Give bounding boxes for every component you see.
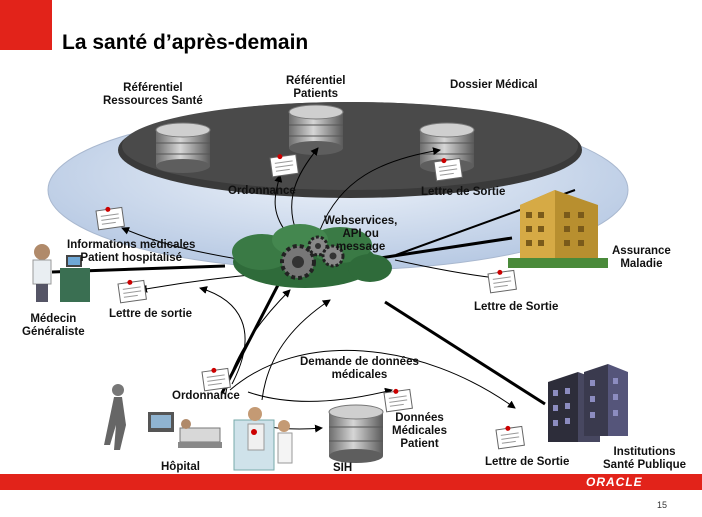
document-icon <box>95 206 125 231</box>
label-referentiel-ressources: Référentiel Ressources Santé <box>103 82 203 107</box>
label-webservices: Webservices, API ou message <box>324 215 398 253</box>
doctor-icon <box>32 244 90 302</box>
building-icon <box>548 364 628 442</box>
label-medecin-generaliste: Médecin Généraliste <box>22 313 85 338</box>
label-lettre-sortie-left: Lettre de sortie <box>109 308 193 320</box>
document-icon <box>383 388 413 413</box>
database-icon <box>155 122 211 173</box>
gear-icon <box>321 244 345 268</box>
brand-corner-block <box>0 0 52 50</box>
gear-icon <box>307 235 329 257</box>
label-sih: SIH <box>333 462 353 474</box>
label-dossier-medical: Dossier Médical <box>450 79 538 91</box>
database-icon <box>288 104 344 155</box>
label-lettre-sortie-top: Lettre de Sortie <box>421 186 506 198</box>
label-institutions-sante-publique: Institutions Santé Publique <box>603 446 687 471</box>
label-donnees-medicales-patient: Données Médicales Patient <box>392 412 447 450</box>
label-ordonnance-bottom: Ordonnance <box>172 390 240 402</box>
document-icon <box>117 279 147 304</box>
label-ordonnance-top: Ordonnance <box>228 185 296 197</box>
label-referentiel-patients: Référentiel Patients <box>286 75 346 100</box>
page-number: 15 <box>657 500 668 510</box>
building-icon <box>508 190 608 268</box>
document-icon <box>495 425 525 450</box>
label-lettre-sortie-bottom: Lettre de Sortie <box>485 456 570 468</box>
oracle-logo: ORACLE <box>586 475 643 489</box>
document-icon <box>269 153 299 178</box>
hospital-icon <box>104 384 293 471</box>
database-icon <box>328 404 384 463</box>
document-icon <box>433 157 463 182</box>
label-demande-donnees: Demande de données médicales <box>300 356 419 381</box>
label-lettre-sortie-right: Lettre de Sortie <box>474 301 559 313</box>
label-hopital: Hôpital <box>161 461 200 473</box>
footer-bar <box>0 474 702 490</box>
slide-title: La santé d’après-demain <box>62 31 309 54</box>
document-icon <box>201 367 231 392</box>
gear-icon <box>280 244 316 280</box>
label-assurance-maladie: Assurance Maladie <box>612 245 671 270</box>
document-icon <box>487 269 517 294</box>
label-informations-medicales: Informations médicales Patient hospitali… <box>67 239 196 264</box>
